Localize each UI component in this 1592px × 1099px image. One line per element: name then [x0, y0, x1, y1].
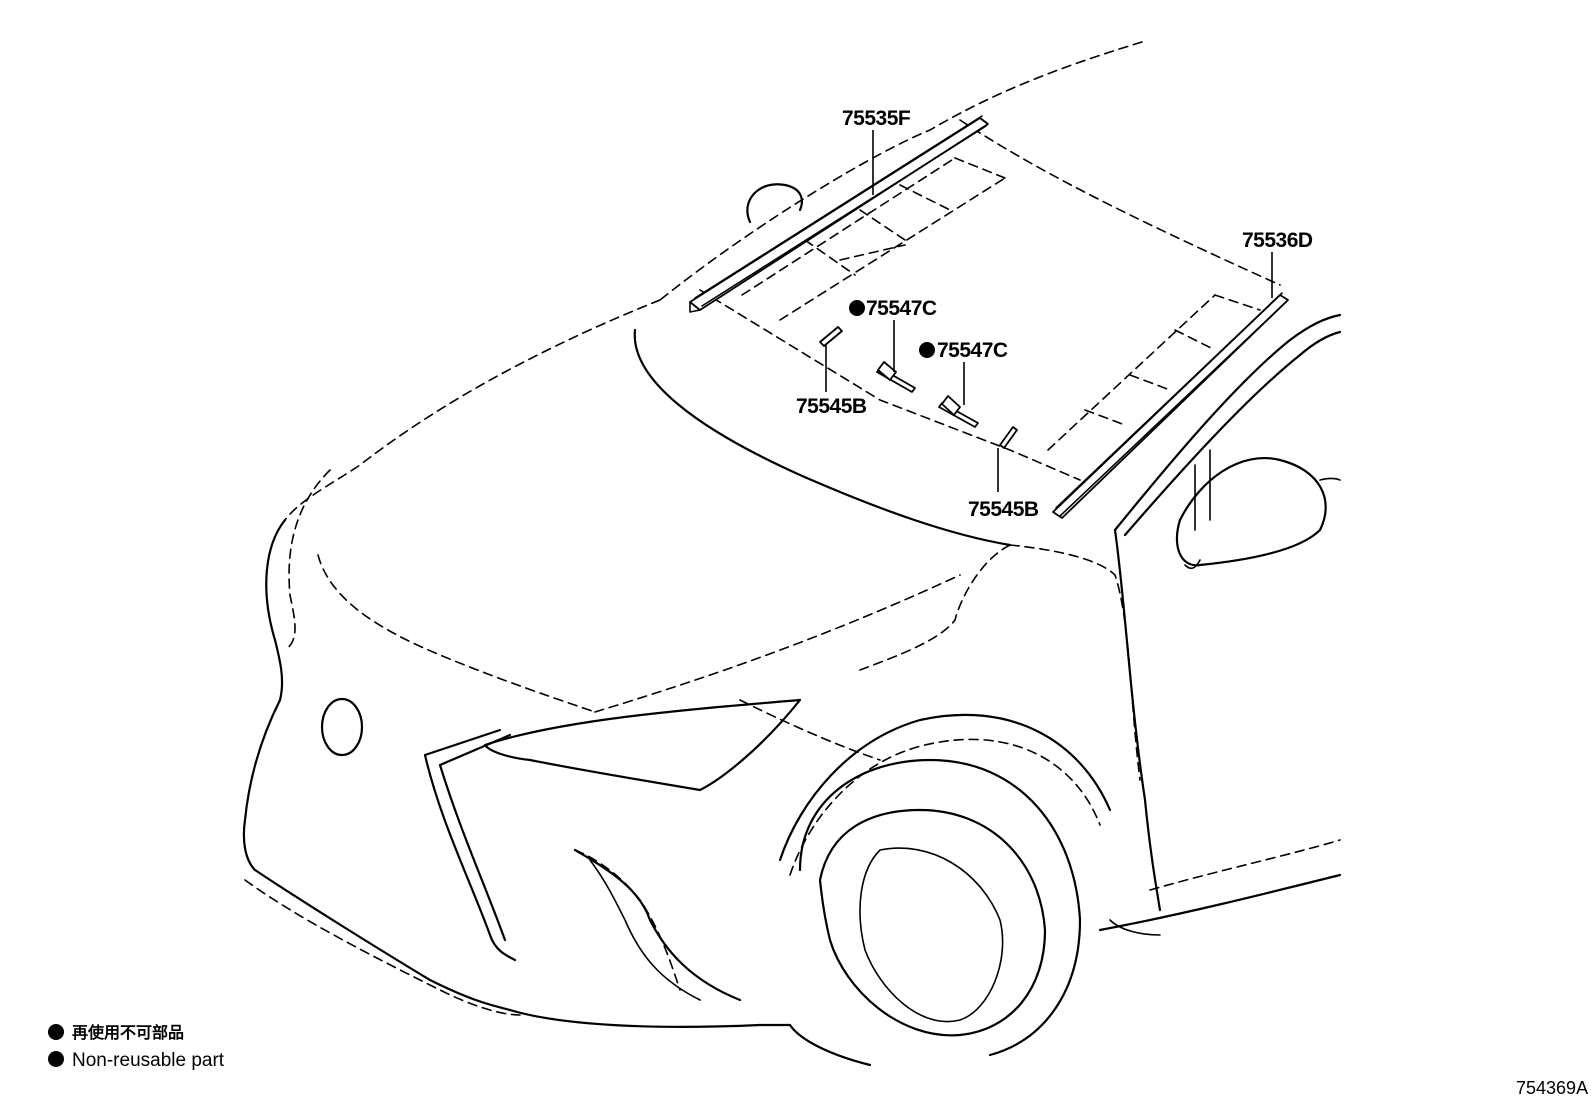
callout-75545B-left: 75545B: [796, 395, 867, 418]
molding-75536D: [1052, 292, 1289, 519]
part-number-label: 75536D: [1242, 229, 1313, 252]
molding-75535F: [689, 115, 989, 313]
part-number-label: 75547C: [866, 297, 937, 320]
vehicle-outline: [242, 41, 1342, 1067]
diagram-code: 754369A: [1516, 1078, 1588, 1098]
legend: 再使用不可部品 Non-reusable part: [48, 1023, 225, 1071]
callout-75547C-right: 75547C: [919, 339, 1008, 362]
spacer-75545B-right: [999, 426, 1018, 449]
legend-marker-icon: [48, 1024, 64, 1040]
non-reusable-marker-icon: [919, 342, 935, 358]
non-reusable-marker-icon: [849, 300, 865, 316]
callout-75547C-left: 75547C: [849, 297, 937, 320]
part-number-label: 75535F: [842, 107, 911, 130]
clip-75547C-left: [876, 361, 916, 393]
legend-english-text: Non-reusable part: [72, 1050, 225, 1071]
callout-75536D: 75536D: [1242, 229, 1313, 252]
clip-75547C-right: [938, 395, 979, 428]
spacer-75545B-left: [819, 326, 843, 347]
legend-marker-icon: [48, 1051, 64, 1067]
windshield-grid: [699, 157, 1261, 481]
legend-japanese-text: 再使用不可部品: [72, 1023, 184, 1042]
leader-lines: [825, 130, 1273, 492]
part-number-label: 75545B: [796, 395, 867, 418]
part-number-label: 75545B: [968, 498, 1039, 521]
callout-75535F: 75535F: [842, 107, 911, 130]
callout-75545B-right: 75545B: [968, 498, 1039, 521]
part-number-label: 75547C: [937, 339, 1008, 362]
